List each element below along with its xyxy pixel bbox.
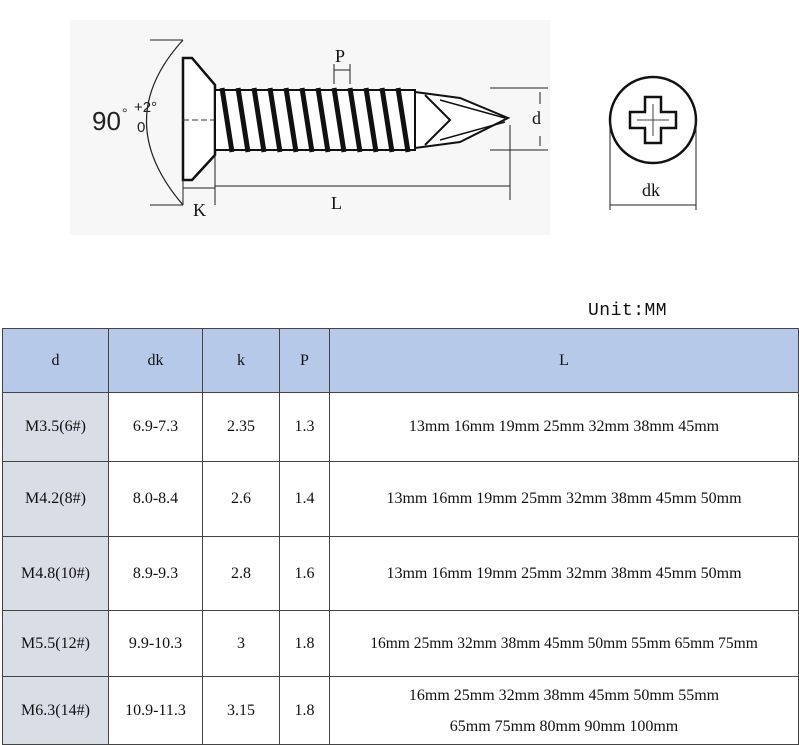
pitch-label: P [335, 46, 345, 66]
drill-edge-top [439, 99, 506, 119]
dk-label: dk [642, 180, 660, 200]
cell-d: M5.5(12#) [2, 610, 109, 677]
cell-dk: 6.9-7.3 [108, 392, 203, 462]
header-l: L [329, 328, 799, 393]
angle-main-text: 90 [92, 106, 121, 136]
angle-tolerance-sub: 0 [137, 119, 145, 136]
cell-k: 2.6 [202, 461, 280, 537]
screw-drawing: 90 ° +2° 0 P d K L [70, 20, 698, 235]
table-header-row: d dk k P L [2, 328, 799, 393]
table-row: M4.8(10#) 8.9-9.3 2.8 1.6 13mm 16mm 19mm… [2, 536, 799, 611]
cell-d: M4.2(8#) [2, 461, 109, 537]
cell-l-line1: 16mm 25mm 32mm 38mm 45mm 50mm 55mm 65mm … [370, 634, 758, 652]
cell-p: 1.3 [279, 392, 330, 462]
header-p: P [279, 328, 330, 393]
cell-l-line1: 13mm 16mm 19mm 25mm 32mm 38mm 45mm [408, 418, 720, 435]
cell-dk: 9.9-10.3 [108, 610, 203, 677]
angle-degree-mark: ° [122, 105, 128, 121]
cell-p: 1.8 [279, 610, 330, 677]
angle-tolerance-sup: +2° [134, 99, 157, 116]
table-row: M6.3(14#) 10.9-11.3 3.15 1.8 16mm 25mm 3… [2, 676, 799, 745]
drill-tip [414, 90, 511, 150]
cell-p: 1.6 [279, 536, 330, 611]
header-d: d [2, 328, 109, 393]
cell-l-line1: 13mm 16mm 19mm 25mm 32mm 38mm 45mm 50mm [386, 490, 742, 507]
cell-k: 2.35 [202, 392, 280, 462]
cell-k: 3.15 [202, 676, 280, 745]
cell-l-line1: 13mm 16mm 19mm 25mm 32mm 38mm 45mm 50mm [386, 564, 742, 582]
k-label: K [193, 200, 206, 220]
table-row: M4.2(8#) 8.0-8.4 2.6 1.4 13mm 16mm 19mm … [2, 461, 799, 537]
cell-dk: 8.9-9.3 [108, 536, 203, 611]
cell-l-line2: 65mm 75mm 80mm 90mm 100mm [449, 717, 679, 735]
cell-d: M3.5(6#) [2, 392, 109, 462]
angle-arc [146, 39, 184, 206]
cell-k: 3 [202, 610, 280, 677]
cell-p: 1.4 [279, 461, 330, 537]
cell-l: 16mm 25mm 32mm 38mm 45mm 50mm 55mm 65mm … [329, 676, 799, 745]
cell-p: 1.8 [279, 676, 330, 745]
cell-l-line1: 16mm 25mm 32mm 38mm 45mm 50mm 55mm [408, 686, 720, 704]
l-label: L [331, 193, 342, 213]
cell-d: M6.3(14#) [2, 676, 109, 745]
cell-l: 13mm 16mm 19mm 25mm 32mm 38mm 45mm [329, 392, 799, 462]
cell-l: 16mm 25mm 32mm 38mm 45mm 50mm 55mm 65mm … [329, 610, 799, 677]
cell-dk: 8.0-8.4 [108, 461, 203, 537]
cell-k: 2.8 [202, 536, 280, 611]
drill-edge-bottom [439, 121, 506, 141]
unit-label: Unit:MM [588, 301, 668, 321]
table-row: M5.5(12#) 9.9-10.3 3 1.8 16mm 25mm 32mm … [2, 610, 799, 677]
cell-l: 13mm 16mm 19mm 25mm 32mm 38mm 45mm 50mm [329, 461, 799, 537]
header-dk: dk [108, 328, 203, 393]
cell-dk: 10.9-11.3 [108, 676, 203, 745]
cell-d: M4.8(10#) [2, 536, 109, 611]
screw-threads [219, 87, 411, 153]
diameter-label: d [532, 108, 541, 128]
table-row: M3.5(6#) 6.9-7.3 2.35 1.3 13mm 16mm 19mm… [2, 392, 799, 462]
drill-flute [424, 94, 452, 146]
cell-l: 13mm 16mm 19mm 25mm 32mm 38mm 45mm 50mm [329, 536, 799, 611]
spec-table: d dk k P L M3.5(6#) 6.9-7.3 2.35 1.3 13m… [2, 328, 799, 745]
header-k: k [202, 328, 280, 393]
